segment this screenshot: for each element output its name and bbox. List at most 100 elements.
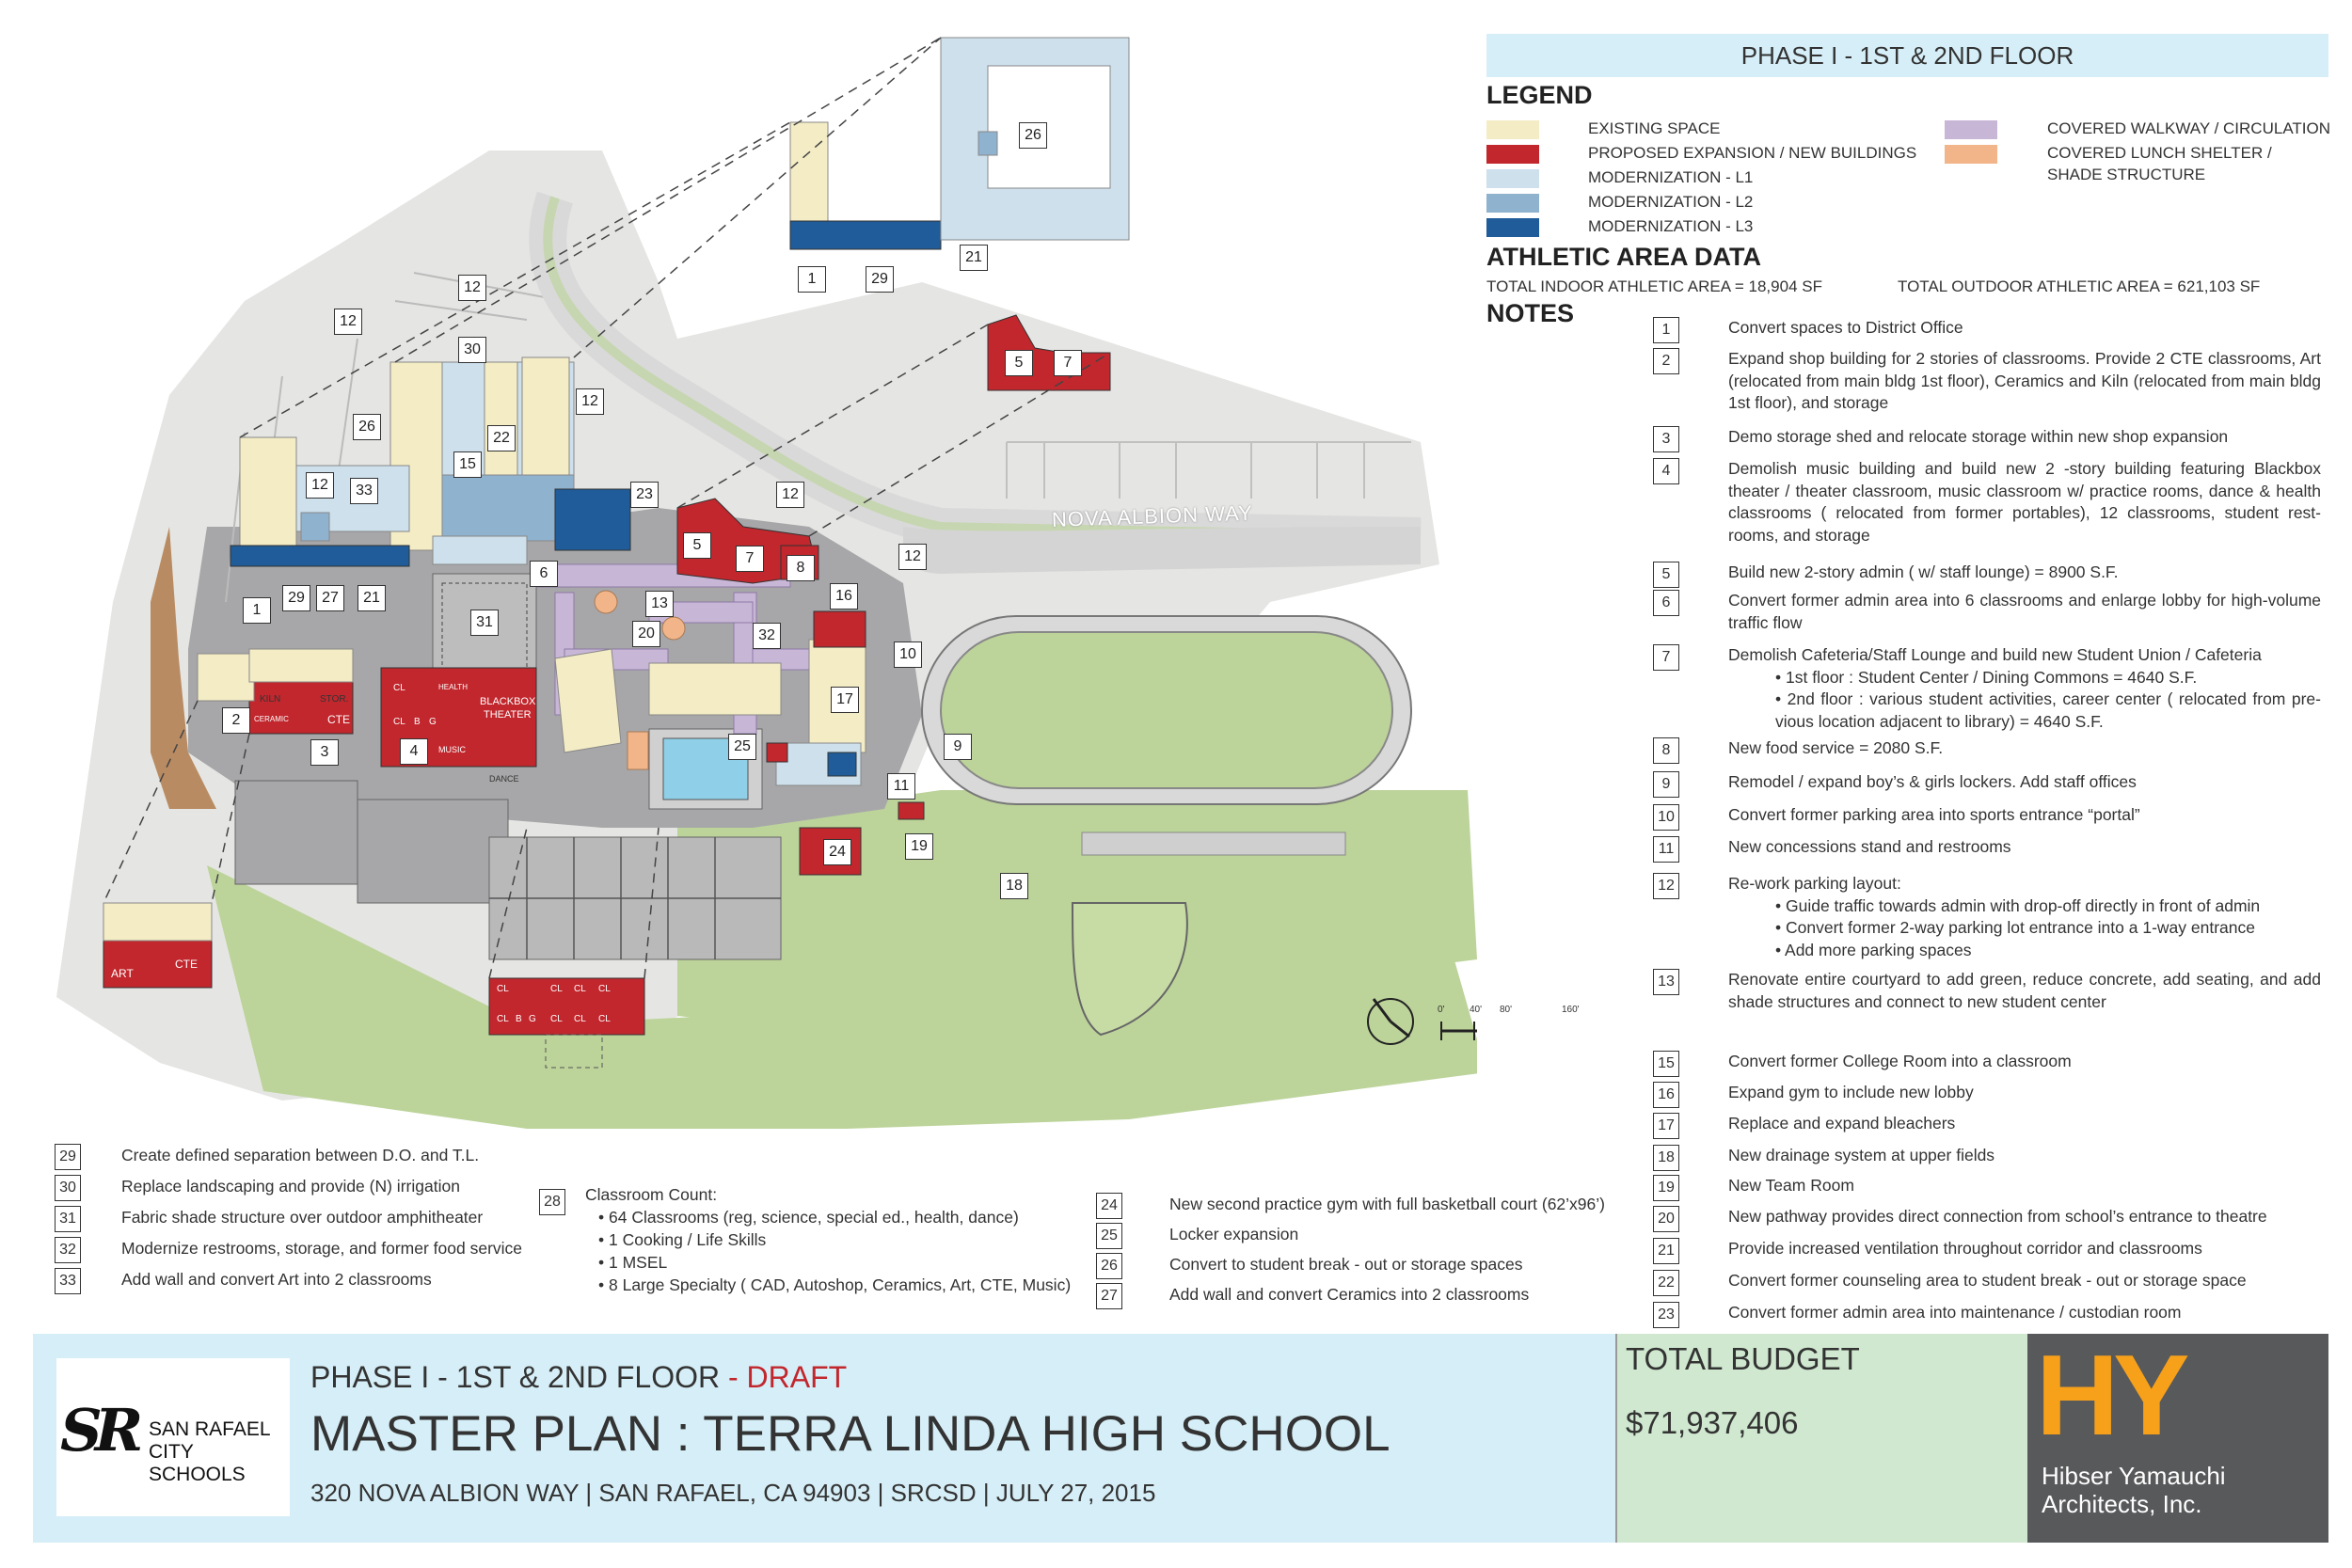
note-text: Replace landscaping and provide (N) irri… xyxy=(121,1177,460,1196)
map-marker-10[interactable]: 10 xyxy=(894,641,922,668)
west-slope xyxy=(151,527,216,809)
note-number: 22 xyxy=(1653,1270,1679,1296)
map-marker-1[interactable]: 1 xyxy=(798,266,826,293)
note-text: Demo storage shed and relocate storage w… xyxy=(1728,426,2321,452)
note-line: Demo storage shed and relocate storage w… xyxy=(1728,427,2229,446)
note-text: Convert spaces to District Office xyxy=(1728,317,2321,343)
note-number: 33 xyxy=(55,1268,81,1294)
map-marker-24[interactable]: 24 xyxy=(823,839,851,865)
note-line: Convert former parking area into sports … xyxy=(1728,805,2140,824)
note-text: New pathway provides direct connection f… xyxy=(1728,1206,2321,1232)
map-marker-5[interactable]: 5 xyxy=(683,532,711,559)
room-label-cl: CL xyxy=(574,984,586,994)
map-marker-6[interactable]: 6 xyxy=(530,561,558,587)
note-number: 23 xyxy=(1653,1302,1679,1328)
athletic-heading: ATHLETIC AREA DATA xyxy=(1486,243,1761,271)
legend-heading: LEGEND xyxy=(1486,81,1593,109)
map-marker-16[interactable]: 16 xyxy=(830,583,858,610)
legend-swatch-mod-l2 xyxy=(1486,194,1539,213)
note-text: Add wall and convert Art into 2 classroo… xyxy=(121,1270,432,1289)
running-track xyxy=(921,615,1412,805)
district-logo-icon: SR xyxy=(60,1396,143,1465)
notes-heading: NOTES xyxy=(1486,299,1575,327)
map-marker-12[interactable]: 12 xyxy=(776,482,804,508)
map-marker-17[interactable]: 17 xyxy=(831,687,859,713)
map-marker-22[interactable]: 22 xyxy=(487,425,516,451)
note-number: 10 xyxy=(1653,804,1679,831)
map-marker-19[interactable]: 19 xyxy=(905,833,933,860)
map-marker-26[interactable]: 26 xyxy=(353,414,381,440)
map-marker-4[interactable]: 4 xyxy=(400,738,428,765)
legend-label: COVERED LUNCH SHELTER / xyxy=(2047,144,2272,162)
note-line: Convert spaces to District Office xyxy=(1728,318,1963,337)
map-marker-33[interactable]: 33 xyxy=(350,478,378,504)
map-marker-30[interactable]: 30 xyxy=(458,337,486,363)
legend-label: EXISTING SPACE xyxy=(1588,119,1721,137)
room-label-blackbox: BLACKBOX xyxy=(480,696,536,707)
room-label-theater: THEATER xyxy=(484,709,532,721)
map-marker-7[interactable]: 7 xyxy=(1054,350,1082,376)
map-marker-25[interactable]: 25 xyxy=(728,734,756,760)
note-sub-item: • Add more parking spaces xyxy=(1775,940,1972,959)
legend-label: MODERNIZATION - L1 xyxy=(1588,168,1754,186)
note-text: New concessions stand and restrooms xyxy=(1728,836,2321,863)
classroom-count-title: Classroom Count: xyxy=(585,1185,718,1204)
note-number: 18 xyxy=(1653,1145,1679,1171)
map-marker-12[interactable]: 12 xyxy=(458,275,486,301)
note-text: Demolish music building and build new 2 … xyxy=(1728,458,2321,546)
map-marker-12[interactable]: 12 xyxy=(576,388,604,415)
map-marker-18[interactable]: 18 xyxy=(1000,873,1028,899)
architect-name-line2: Architects, Inc. xyxy=(2042,1490,2202,1518)
map-marker-20[interactable]: 20 xyxy=(632,621,660,647)
map-marker-11[interactable]: 11 xyxy=(887,773,915,800)
map-marker-27[interactable]: 27 xyxy=(316,585,344,611)
note-text: Provide increased ventilation throughout… xyxy=(1728,1238,2321,1264)
legend-swatch-proposed xyxy=(1486,145,1539,164)
map-marker-12[interactable]: 12 xyxy=(334,309,362,335)
map-marker-5[interactable]: 5 xyxy=(1005,350,1033,376)
map-marker-8[interactable]: 8 xyxy=(787,555,815,581)
note-text: Create defined separation between D.O. a… xyxy=(121,1146,480,1164)
room-label-cl: CL xyxy=(598,984,611,994)
note-line: Demolish Cafeteria/Staff Lounge and buil… xyxy=(1728,645,2262,664)
note-number: 20 xyxy=(1653,1206,1679,1232)
map-marker-21[interactable]: 21 xyxy=(960,245,988,271)
room-label-g: G xyxy=(429,717,437,727)
note-line: Demolish music building and build new 2 … xyxy=(1728,459,2321,545)
note-line: New pathway provides direct connection f… xyxy=(1728,1207,2267,1226)
note-row: 33 Add wall and convert Art into 2 classr… xyxy=(55,1268,432,1294)
map-marker-1[interactable]: 1 xyxy=(243,597,271,624)
map-marker-3[interactable]: 3 xyxy=(310,739,339,766)
north-arrow xyxy=(1367,998,1414,1045)
map-marker-13[interactable]: 13 xyxy=(645,591,674,617)
map-marker-26[interactable]: 26 xyxy=(1019,122,1047,149)
map-marker-9[interactable]: 9 xyxy=(944,734,972,760)
map-marker-12[interactable]: 12 xyxy=(898,544,927,570)
map-marker-32[interactable]: 32 xyxy=(753,623,781,649)
map-marker-12[interactable]: 12 xyxy=(306,472,334,499)
map-marker-29[interactable]: 29 xyxy=(866,266,894,293)
map-marker-21[interactable]: 21 xyxy=(358,585,386,611)
map-marker-7[interactable]: 7 xyxy=(736,546,764,572)
note-number: 5 xyxy=(1653,562,1679,588)
map-marker-23[interactable]: 23 xyxy=(630,482,659,508)
map-marker-15[interactable]: 15 xyxy=(453,451,482,478)
shade-structure xyxy=(661,616,686,641)
map-marker-29[interactable]: 29 xyxy=(282,585,310,611)
map-marker-2[interactable]: 2 xyxy=(222,707,250,734)
map-marker-31[interactable]: 31 xyxy=(470,610,499,636)
legend-label: MODERNIZATION - L2 xyxy=(1588,193,1754,211)
bleachers xyxy=(1081,832,1346,856)
legend-swatch-mod-l1 xyxy=(1486,169,1539,188)
